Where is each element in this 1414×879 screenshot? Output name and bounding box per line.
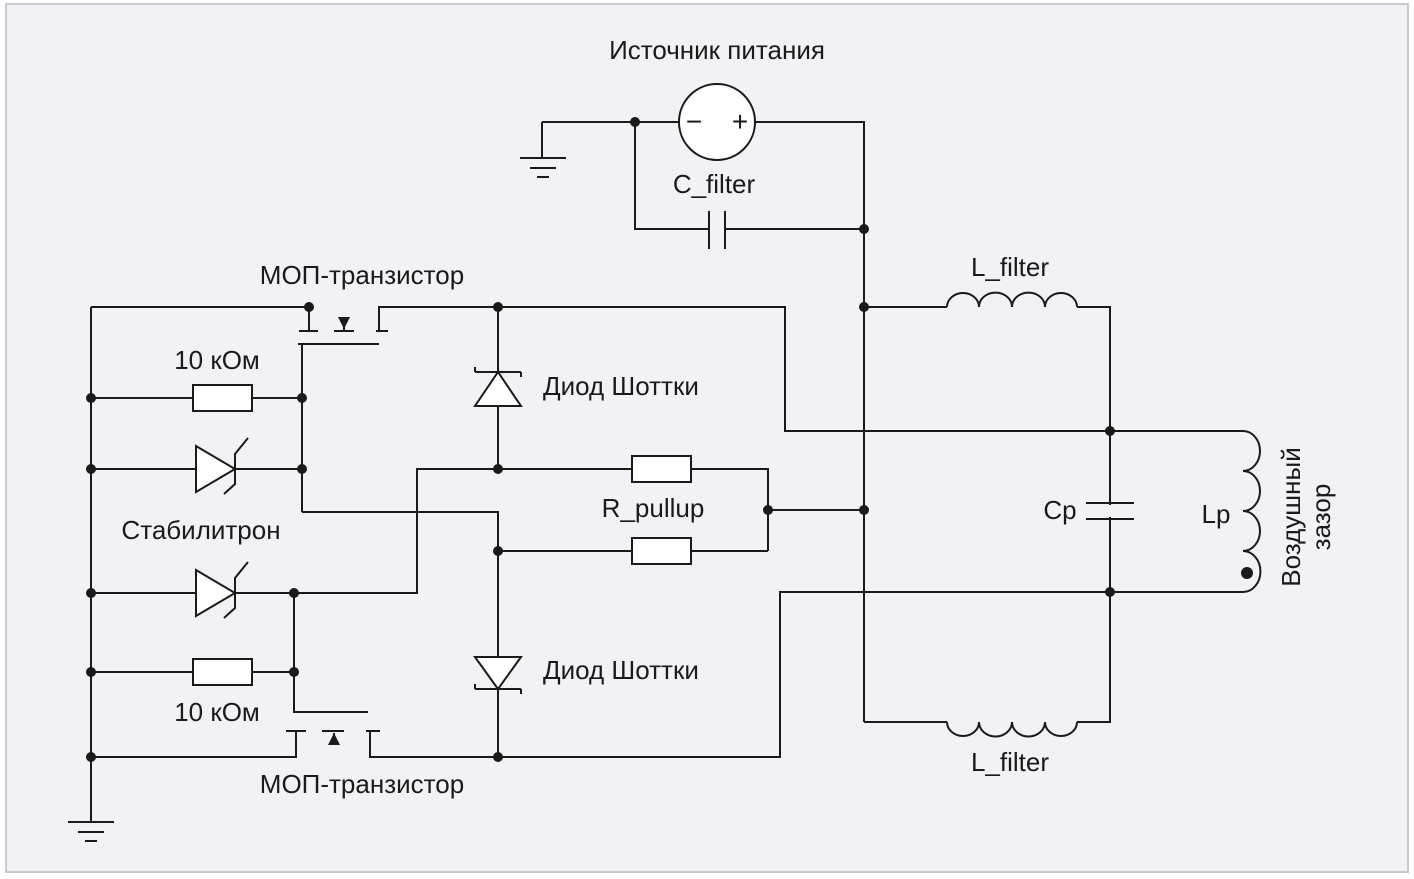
label-cp: Cp	[1043, 495, 1076, 525]
wire-gate-bottom	[293, 593, 368, 713]
schottky-top	[473, 370, 523, 407]
label-mosfet-bottom: МОП-транзистор	[260, 769, 464, 799]
l-filter-bottom	[946, 721, 1078, 738]
label-schottky-top: Диод Шоттки	[543, 371, 699, 401]
junction-dot	[289, 588, 299, 598]
junction-dot	[493, 464, 503, 474]
junction-dot	[297, 464, 307, 474]
junction-dot	[86, 588, 96, 598]
junction-dot	[297, 393, 307, 403]
wire-lfilter-bottom	[864, 665, 1111, 723]
label-l-filter-bottom: L_filter	[971, 747, 1049, 777]
cp-capacitor	[1086, 502, 1134, 520]
junction-dot	[86, 667, 96, 677]
lp-inductor	[1242, 430, 1262, 593]
junction-dot	[630, 117, 640, 127]
wire-zener-bottom	[91, 468, 498, 594]
label-r-pullup: R_pullup	[602, 493, 705, 523]
junction-dot	[1105, 426, 1115, 436]
junction-dot	[86, 464, 96, 474]
wire-lp	[1112, 430, 1243, 593]
wire-left-rail-bottom	[91, 731, 297, 758]
wire-source-right	[755, 121, 865, 722]
cp-gap	[1106, 505, 1114, 517]
resistor-10k-top	[192, 384, 253, 412]
label-resistor-bottom: 10 кОм	[174, 697, 260, 727]
zener-top-bar	[223, 437, 249, 495]
junction-dot	[859, 224, 869, 234]
middle-network	[302, 307, 864, 757]
junction-dot	[304, 302, 314, 312]
junction-dot	[859, 302, 869, 312]
label-resistor-top: 10 кОм	[174, 345, 260, 375]
output-network	[864, 291, 1262, 738]
wire-source-left	[541, 121, 680, 158]
schottky-bottom	[473, 656, 523, 691]
junction-dot	[493, 546, 503, 556]
power-source-section: − +	[520, 83, 865, 722]
junctions	[86, 117, 1115, 762]
l-filter-top	[946, 291, 1078, 308]
label-air-gap-line1: Воздушный	[1276, 447, 1306, 586]
label-schottky-bottom: Диод Шоттки	[543, 655, 699, 685]
labels: Источник питания C_filter МОП-транзистор…	[121, 35, 1336, 799]
label-zener: Стабилитрон	[121, 515, 280, 545]
junction-dot	[1105, 587, 1115, 597]
wire-pullup-top	[498, 468, 769, 551]
zener-bottom	[195, 568, 237, 618]
label-mosfet-top: МОП-транзистор	[260, 260, 464, 290]
label-power-source: Источник питания	[609, 35, 825, 65]
left-network	[68, 307, 498, 842]
zener-top	[195, 444, 237, 494]
ground-bottom	[68, 821, 114, 842]
junction-dot	[859, 505, 869, 515]
source-minus-sign: −	[686, 106, 702, 137]
junction-dot	[289, 667, 299, 677]
r-pullup-bottom	[631, 537, 692, 565]
wire-mosfet-top-drain	[498, 306, 1112, 432]
junction-dot	[763, 505, 773, 515]
mosfet-top-arrow	[338, 317, 350, 329]
label-l-filter-top: L_filter	[971, 252, 1049, 282]
label-c-filter: C_filter	[673, 169, 756, 199]
junction-dot	[86, 393, 96, 403]
wire-cfilter	[634, 122, 864, 230]
label-lp: Lp	[1202, 499, 1231, 529]
resistor-10k-bottom	[192, 658, 253, 686]
junction-dot	[493, 752, 503, 762]
lp-polarity-dot	[1241, 567, 1253, 579]
c-filter-capacitor	[708, 211, 726, 249]
wire-lfilter-top	[864, 306, 1111, 698]
r-pullup-top	[631, 455, 692, 483]
junction-dot	[86, 752, 96, 762]
label-air-gap-line2: зазор	[1306, 484, 1336, 551]
junction-dot	[493, 302, 503, 312]
wire-mosfet-bottom-drain	[498, 591, 1112, 758]
mosfet-bottom-arrow	[328, 733, 340, 745]
wire-crossover	[302, 511, 499, 657]
zener-bottom-bar	[223, 561, 249, 619]
mosfet-bottom	[91, 591, 1112, 758]
ground-top	[520, 157, 566, 178]
source-plus-sign: +	[732, 106, 748, 137]
